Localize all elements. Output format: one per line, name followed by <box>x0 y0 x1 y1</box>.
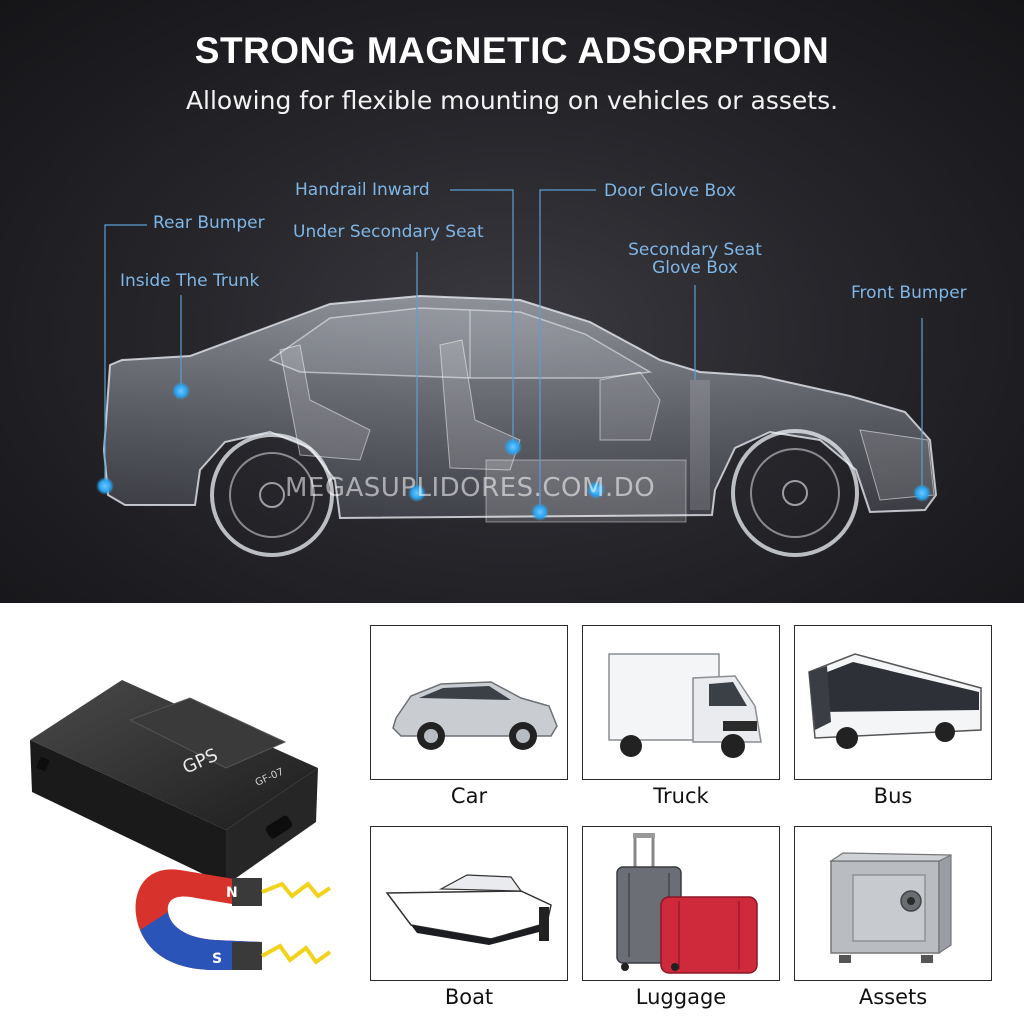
boat-icon <box>385 874 552 945</box>
label-inside-trunk: Inside The Trunk <box>120 271 260 291</box>
label-front-bumper: Front Bumper <box>851 283 967 303</box>
label-secondary-seat-glove-box: Secondary Seat Glove Box <box>615 241 775 277</box>
label-door-glove-box: Door Glove Box <box>604 181 737 201</box>
card-assets <box>794 826 992 981</box>
watermark: MEGASUPLIDORES.COM.DO <box>285 473 656 503</box>
label-secondary-seat-line2: Glove Box <box>652 258 738 278</box>
bus-icon <box>808 653 982 749</box>
car-body <box>102 294 938 520</box>
card-car <box>370 625 568 780</box>
card-boat <box>370 826 568 981</box>
truck-icon <box>608 653 762 758</box>
magnet-north-label: N <box>226 885 238 901</box>
card-label-luggage: Luggage <box>635 985 727 1009</box>
magnetic-spark-icon <box>261 943 332 965</box>
card-label-truck: Truck <box>653 784 709 808</box>
hero-subtitle: Allowing for flexible mounting on vehicl… <box>185 86 839 115</box>
transparent-car-illustration <box>96 189 938 557</box>
hero-title: STRONG MAGNETIC ADSORPTION <box>194 30 830 71</box>
front-wheel <box>731 429 859 557</box>
magnet-icon: N S <box>135 869 262 970</box>
car-icon <box>392 681 558 750</box>
magnet-south-label: S <box>212 951 222 967</box>
card-label-boat: Boat <box>444 985 494 1009</box>
gps-tracker-icon: GPS GF-07 N S <box>30 680 332 970</box>
label-rear-bumper: Rear Bumper <box>153 213 265 233</box>
card-bus <box>794 625 992 780</box>
label-handrail-inward: Handrail Inward <box>295 180 430 200</box>
label-secondary-seat-line1: Secondary Seat <box>628 240 762 260</box>
card-truck <box>582 625 780 780</box>
car-windows <box>268 307 653 379</box>
card-luggage <box>582 826 780 981</box>
rear-wheel <box>210 433 334 557</box>
luggage-icon <box>616 833 758 974</box>
hero-banner: STRONG MAGNETIC ADSORPTION Allowing for … <box>0 0 1024 603</box>
card-label-assets: Assets <box>858 985 928 1009</box>
mount-point-dots <box>96 382 931 521</box>
label-under-secondary-seat: Under Secondary Seat <box>293 222 484 242</box>
magnetic-spark-icon <box>261 881 332 899</box>
gps-device-illustration: GPS GF-07 N S <box>0 640 360 1010</box>
card-label-car: Car <box>450 784 488 808</box>
leader-lines <box>104 189 923 510</box>
safe-icon <box>829 852 952 963</box>
card-label-bus: Bus <box>873 784 913 808</box>
